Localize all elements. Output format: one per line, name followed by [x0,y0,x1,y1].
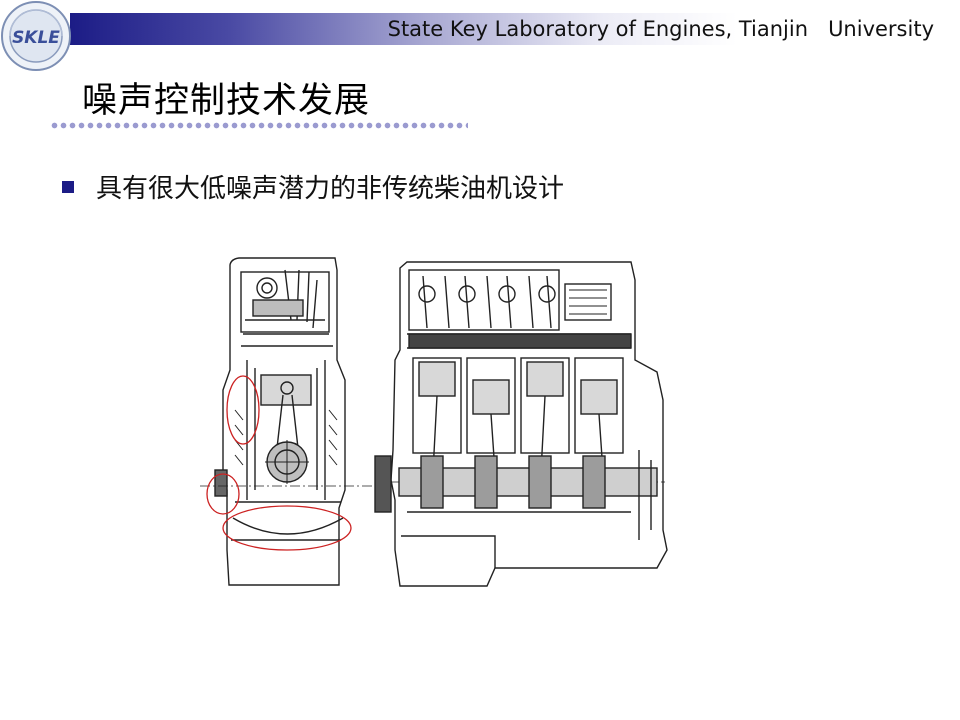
highlight-oil-sump [222,505,352,551]
bullet-item: 具有很大低噪声潜力的非传统柴油机设计 [62,168,564,205]
highlight-block-wall [226,375,260,445]
highlight-side-cover [206,473,240,515]
noise-source-highlights [206,375,352,551]
header-gradient-band [70,13,960,45]
institution-name: State Key Laboratory of Engines, Tianjin… [387,17,934,41]
header-bar: SKLE State Key Laboratory of Engines, Ti… [0,0,960,71]
square-bullet-icon [62,180,74,193]
bullet-text: 具有很大低噪声潜力的非传统柴油机设计 [96,174,565,204]
logo-text: SKLE [12,28,60,48]
engine-cross-section-drawing [200,257,668,587]
skle-logo: SKLE [1,1,71,71]
engine-end-section-view [200,257,375,586]
slide-title: 噪声控制技术发展 [82,81,371,121]
title-dotted-divider [50,122,468,129]
engine-side-section-view [374,261,668,587]
